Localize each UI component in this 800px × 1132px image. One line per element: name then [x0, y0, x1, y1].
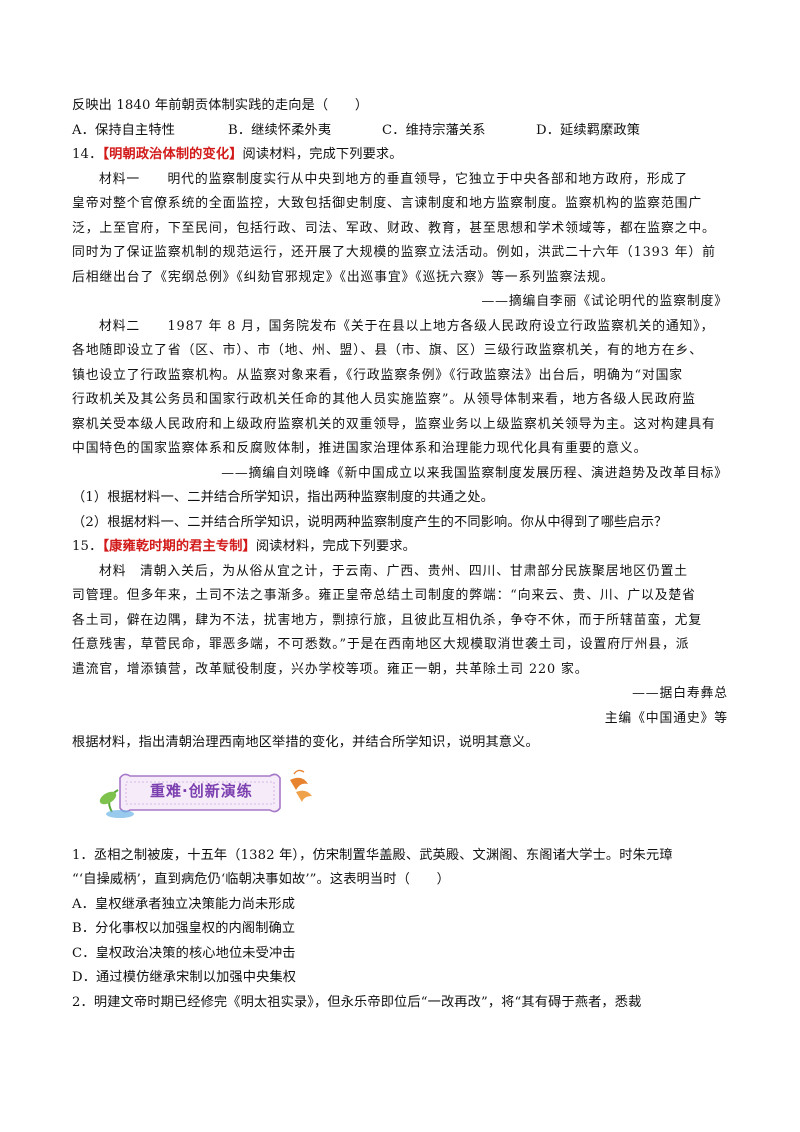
q13-option-d: D．延续羁縻政策 — [536, 122, 641, 138]
q15-heading: 15．【康雍乾时期的君主专制】阅读材料，完成下列要求。 — [72, 535, 728, 560]
section-badge-label: 重难·创新演练 — [150, 781, 253, 800]
q13-option-a: A．保持自主特性 — [72, 122, 176, 138]
q14-sub-question-2: （2）根据材料一、二并结合所学知识，说明两种监察制度产生的不同影响。你从中得到了… — [72, 514, 668, 530]
q14-material1-line: 材料一 明代的监察制度实行从中央到地方的垂直领导，它独立于中央各部和地方政府，形… — [99, 171, 688, 187]
q14-source2: ——摘编自刘晓峰《新中国成立以来我国监察制度发展历程、演进趋势及改革目标》 — [221, 465, 728, 481]
q15-number: 15． — [72, 539, 103, 554]
q14-material2-line: 镇也设立了行政监察机构。从监察对象来看，《行政监察条例》《行政监察法》出台后，明… — [72, 367, 684, 383]
q14-material2-line: 中国特色的国家监察体系和反腐败体制，推进国家治理体系和治理能力现代化具有重要的意… — [72, 441, 648, 456]
q14-material1-line: 泛，上至官府，下至民间，包括行政、司法、军政、财政、教育，甚至思想和学术领域等，… — [72, 220, 716, 236]
q14-instruction: 阅读材料，完成下列要求。 — [242, 147, 403, 162]
section-badge: 重难·创新演练 — [90, 768, 320, 818]
q15-material-line: 任意残害，草菅民命，罪恶多端，不可悉数。”于是在西南地区大规模取消世袭土司，设置… — [72, 637, 690, 652]
q15-instruction: 阅读材料，完成下列要求。 — [255, 539, 416, 554]
q14-material2-line: 各地随即设立了省（区、市）、市（地、州、盟）、县（市、旗、区）三级行政监察机关，… — [72, 343, 703, 358]
q15-material-line: 各土司，僻在边隅，肆为不法，扰害地方，剽掠行旅，且彼此互相仇杀，争夺不休，而于所… — [72, 612, 703, 628]
q14-material1-line: 同时为了保证监察机制的规范运行，还开展了大规模的监察立法活动。例如，洪武二十六年… — [72, 245, 716, 260]
c1-option-d: D．通过模仿继承宋制以加强中央集权 — [72, 970, 297, 985]
q14-material2-line: 材料二 1987 年 8 月，国务院发布《关于在县以上地方各级人民政府设立行政监… — [99, 318, 715, 334]
q15-material-line: 司管理。但多年来，土司不法之事渐多。雍正皇帝总结土司制度的弊端：“向来云、贵、川… — [72, 588, 696, 603]
q14-material2-line: 行政机关及其公务员和国家行政机关任命的其他人员实施监察”。从领导体制来看，地方各… — [72, 392, 696, 407]
q14-source1: ——摘编自李丽《试论明代的监察制度》 — [481, 294, 728, 309]
q14-material1-line: 后相继出台了《宪纲总例》《纠劾官邪规定》《出巡事宜》《巡抚六察》等一系列监察法规… — [72, 269, 615, 285]
q15-material-line: 遣流官，增添镇营，改革赋役制度，兴办学校等项。雍正一朝，共革除土司 220 家。 — [72, 661, 589, 677]
q13-stem-tail: 反映出 1840 年前朝贡体制实践的走向是（ ） — [72, 98, 369, 113]
q15-material-line: 材料 清朝入关后，为从俗从宜之计，于云南、广西、贵州、四川、甘肃部分民族聚居地区… — [99, 563, 688, 579]
c1-option-c: C．皇权政治决策的核心地位未受冲击 — [72, 945, 296, 961]
q15-source-line2: 主编《中国通史》等 — [604, 710, 728, 726]
q14-material2-line: 察机关受本级人民政府和上级政府监察机关的双重领导，监察业务以上级监察机关领导为主… — [72, 416, 716, 432]
q13-options: A．保持自主特性 B．继续怀柔外夷 C．维持宗藩关系 D．延续羁縻政策 — [72, 119, 728, 144]
c2-stem-line: 2．明建文帝时期已经修完《明太祖实录》，但永乐帝即位后“一改再改”，将“其有碍于… — [72, 994, 642, 1010]
q13-option-c: C．维持宗藩关系 — [382, 122, 486, 138]
c1-stem-line: 1．丞相之制被废，十五年（1382 年），仿宋制置华盖殿、武英殿、文渊阁、东阁诸… — [72, 847, 673, 863]
c1-stem-line: “‘自操威柄’，直到病危仍‘临朝决事如故’”。这表明当时（ ） — [72, 872, 450, 887]
q15-source-line1: ——据白寿彝总 — [632, 686, 728, 701]
q14-number: 14． — [72, 147, 103, 162]
q13-option-b: B．继续怀柔外夷 — [228, 122, 332, 138]
q14-material1-line: 皇帝对整个官僚系统的全面监控，大致包括御史制度、言谏制度和地方监察制度。监察机构… — [72, 196, 703, 211]
c1-option-b: B．分化事权以加强皇权的内阁制确立 — [72, 921, 296, 936]
page-content: 反映出 1840 年前朝贡体制实践的走向是（ ） A．保持自主特性 B．继续怀柔… — [72, 94, 728, 1015]
c1-option-a: A．皇权继承者独立决策能力尚未形成 — [72, 896, 296, 912]
q14-heading: 14．【明朝政治体制的变化】阅读材料，完成下列要求。 — [72, 143, 728, 168]
badge-decoration-icon — [99, 769, 312, 818]
q15-question: 根据材料，指出清朝治理西南地区举措的变化，并结合所学知识，说明其意义。 — [72, 735, 539, 750]
q14-sub-question-1: （1）根据材料一、二并结合所学知识，指出两种监察制度的共通之处。 — [72, 490, 494, 505]
q14-topic-tag: 【明朝政治体制的变化】 — [102, 147, 243, 162]
section-header: 重难·创新演练 — [72, 756, 728, 834]
q15-topic-tag: 【康雍乾时期的君主专制】 — [102, 539, 256, 554]
